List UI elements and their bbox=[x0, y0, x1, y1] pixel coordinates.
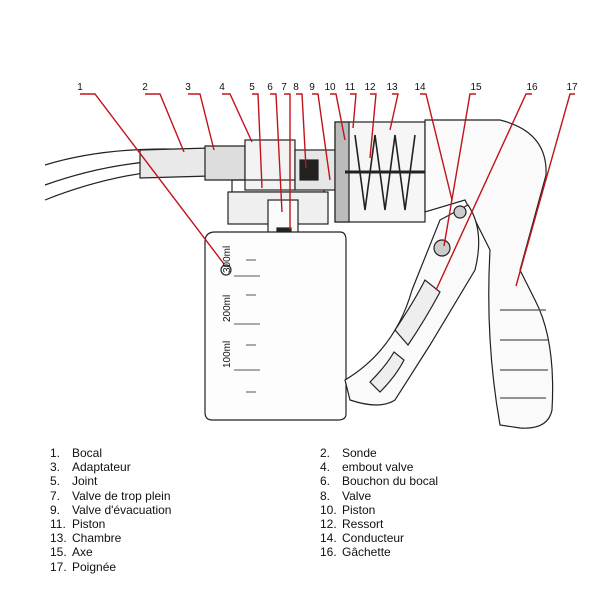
legend-item: 16. Gâchette bbox=[320, 545, 438, 559]
legend-label: Valve de trop plein bbox=[72, 488, 171, 503]
callout-11: 11 bbox=[345, 82, 356, 93]
legend-item: 8. Valve bbox=[320, 489, 438, 503]
legend-label: Adaptateur bbox=[72, 460, 131, 475]
mark-100ml: 100ml bbox=[222, 341, 233, 368]
callout-14: 14 bbox=[414, 82, 426, 93]
legend-number: 6. bbox=[320, 474, 331, 489]
legend-number: 13. bbox=[50, 531, 67, 546]
legend-number: 17. bbox=[50, 559, 67, 574]
legend-number: 5. bbox=[50, 474, 61, 489]
legend-number: 4. bbox=[320, 460, 331, 475]
legend-item: 14. Conducteur bbox=[320, 531, 438, 545]
callout-8: 8 bbox=[293, 82, 299, 93]
legend-number: 3. bbox=[50, 460, 61, 475]
legend-number: 10. bbox=[320, 502, 337, 517]
legend-left: 1. Bocal 3. Adaptateur 5. Joint 7. Valve de tro… bbox=[50, 446, 171, 574]
legend-item: 1. Bocal bbox=[50, 446, 171, 460]
legend-number: 2. bbox=[320, 446, 331, 460]
legend-label: Chambre bbox=[72, 531, 122, 546]
legend-number: 11. bbox=[50, 517, 66, 532]
legend-label: Valve d'évacuation bbox=[72, 502, 172, 517]
legend-number: 16. bbox=[320, 545, 337, 560]
callout-15: 15 bbox=[470, 82, 482, 93]
legend-item: 10. Piston bbox=[320, 503, 438, 517]
legend-label: Axe bbox=[72, 545, 93, 560]
callout-12: 12 bbox=[364, 82, 376, 93]
legend-number: 15. bbox=[50, 545, 67, 560]
legend-label: Ressort bbox=[342, 517, 384, 532]
legend-item: 2. Sonde bbox=[320, 446, 438, 460]
legend-label: embout valve bbox=[342, 460, 414, 475]
legend-item: 6. Bouchon du bocal bbox=[320, 474, 438, 488]
handle bbox=[424, 119, 554, 429]
legend-number: 8. bbox=[320, 488, 331, 503]
adaptor bbox=[244, 139, 296, 191]
legend-label: Gâchette bbox=[342, 545, 391, 560]
legend-label: Conducteur bbox=[342, 531, 405, 546]
legend-item: 3. Adaptateur bbox=[50, 460, 171, 474]
legend-item: 9. Valve d'évacuation bbox=[50, 503, 171, 517]
legend-number: 7. bbox=[50, 488, 61, 503]
spring bbox=[354, 134, 416, 211]
legend-item: 7. Valve de trop plein bbox=[50, 489, 171, 503]
legend-number: 1. bbox=[50, 446, 61, 460]
bottle bbox=[204, 231, 347, 421]
legend-number: 12. bbox=[320, 517, 337, 532]
callout-10: 10 bbox=[324, 82, 336, 93]
probe-tube bbox=[139, 147, 211, 179]
callout-5: 5 bbox=[249, 82, 255, 93]
legend-label: Joint bbox=[72, 474, 98, 489]
legend-label: Piston bbox=[342, 502, 376, 517]
legend-item: 17. Poignée bbox=[50, 560, 171, 574]
callout-9: 9 bbox=[309, 82, 315, 93]
callout-3: 3 bbox=[185, 82, 191, 93]
callout-6: 6 bbox=[267, 82, 273, 93]
legend-label: Bouchon du bocal bbox=[342, 474, 439, 489]
legend-label: Valve bbox=[342, 488, 372, 503]
leader-lines bbox=[80, 93, 575, 291]
mark-200ml: 200ml bbox=[222, 295, 233, 322]
legend-number: 14. bbox=[320, 531, 337, 546]
callout-13: 13 bbox=[386, 82, 398, 93]
legend-item: 15. Axe bbox=[50, 545, 171, 559]
legend-item: 5. Joint bbox=[50, 474, 171, 488]
legend-item: 11. Piston bbox=[50, 517, 171, 531]
callout-7: 7 bbox=[281, 82, 287, 93]
callout-17: 17 bbox=[566, 82, 578, 93]
pump-drawing bbox=[44, 119, 554, 429]
callout-4: 4 bbox=[219, 82, 225, 93]
legend-label: Sonde bbox=[342, 446, 377, 460]
callout-2: 2 bbox=[142, 82, 148, 93]
legend-item: 12. Ressort bbox=[320, 517, 438, 531]
legend-label: Bocal bbox=[72, 446, 103, 460]
callout-16: 16 bbox=[526, 82, 538, 93]
legend-label: Poignée bbox=[72, 559, 117, 574]
legend-item: 4. embout valve bbox=[320, 460, 438, 474]
legend-label: Piston bbox=[72, 517, 106, 532]
mark-300ml: 300ml bbox=[222, 246, 233, 273]
callout-1: 1 bbox=[77, 82, 83, 93]
legend-item: 13. Chambre bbox=[50, 531, 171, 545]
legend-number: 9. bbox=[50, 502, 61, 517]
